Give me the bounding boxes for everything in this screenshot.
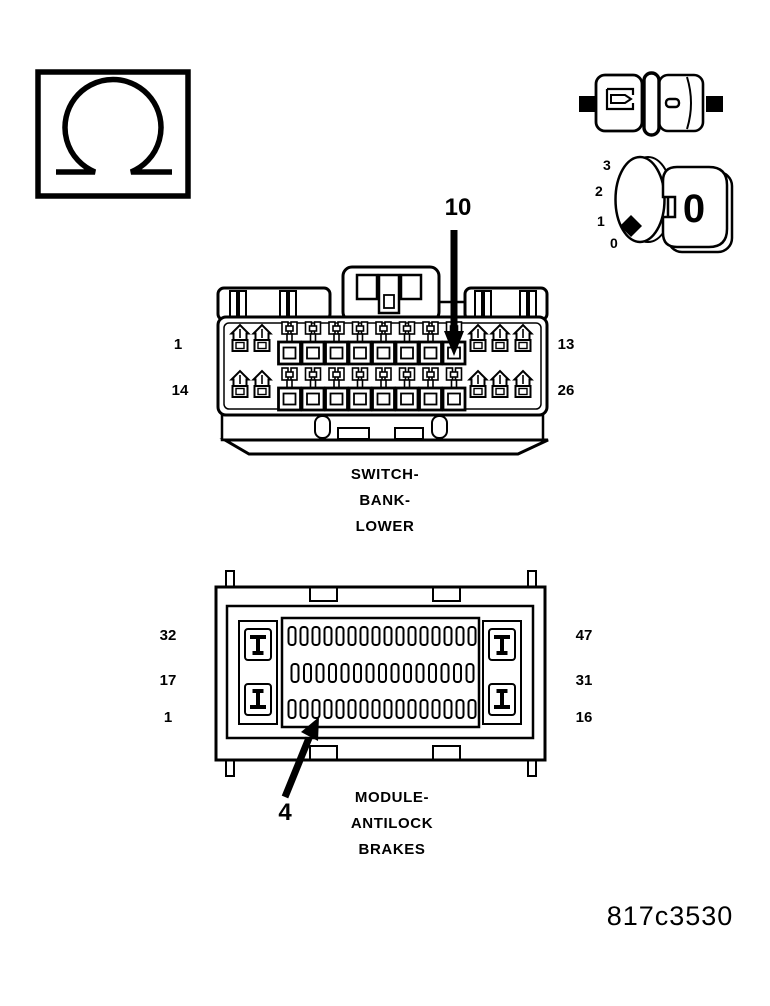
switch-pin-label-13: 13 xyxy=(557,336,575,353)
module-pin-label-1: 1 xyxy=(163,709,173,726)
module-housing xyxy=(214,570,547,777)
ignition-switch-icon: 0 3 2 1 0 xyxy=(585,145,745,263)
ohmmeter-symbol-icon xyxy=(35,66,195,206)
switch-pin-label-14: 14 xyxy=(171,382,189,399)
ignition-position-marker xyxy=(620,215,642,237)
key-face-label: 0 xyxy=(683,187,705,231)
ignition-position-3: 3 xyxy=(603,157,611,173)
ignition-position-1: 1 xyxy=(597,213,605,229)
module-antilock-brakes-connector xyxy=(205,560,560,812)
module-title-line-3: BRAKES xyxy=(358,841,426,858)
module-callout-pin-4: 4 xyxy=(278,799,292,826)
module-pin-label-47: 47 xyxy=(575,627,593,644)
module-pin-label-31: 31 xyxy=(575,672,593,689)
connector-pair-icon xyxy=(575,62,725,144)
module-title-line-1: MODULE- xyxy=(354,789,430,806)
module-pin-label-16: 16 xyxy=(575,709,593,726)
ignition-position-2: 2 xyxy=(595,183,603,199)
module-title-line-2: ANTILOCK xyxy=(350,815,434,832)
switch-bank-lower-connector xyxy=(205,190,560,470)
module-connector-title: MODULE- ANTILOCK BRAKES xyxy=(309,785,475,863)
switch-title-line-2: BANK- xyxy=(359,492,411,509)
switch-connector-title: SWITCH- BANK- LOWER xyxy=(302,462,468,540)
pin-4-callout-arrow xyxy=(281,717,319,799)
switch-pin-label-1: 1 xyxy=(173,336,183,353)
switch-pin-label-26: 26 xyxy=(557,382,575,399)
switch-title-line-1: SWITCH- xyxy=(350,466,420,483)
module-pin-label-32: 32 xyxy=(159,627,177,644)
pin-10-callout-arrow xyxy=(444,230,464,356)
ignition-position-0: 0 xyxy=(610,235,618,251)
figure-code: 817c3530 xyxy=(606,901,734,931)
module-pin-label-17: 17 xyxy=(159,672,177,689)
switch-title-line-3: LOWER xyxy=(355,518,415,535)
switch-callout-pin-10: 10 xyxy=(444,194,472,221)
